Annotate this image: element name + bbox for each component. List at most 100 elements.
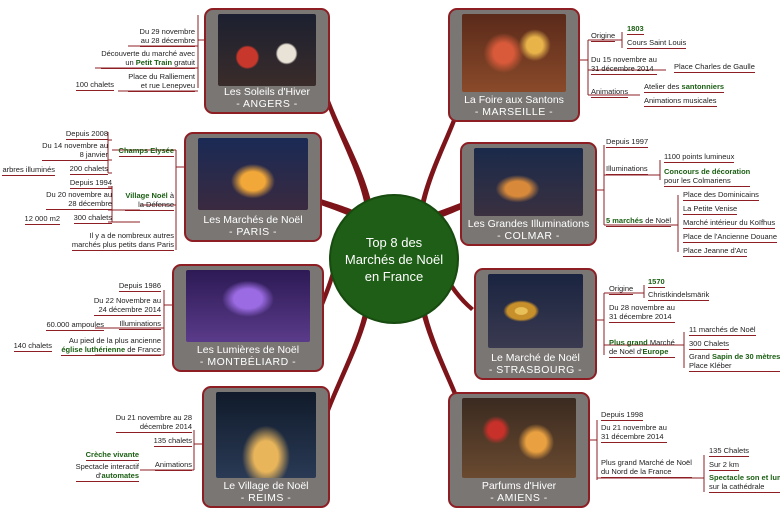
card-city: - MONTBÉLIARD - bbox=[199, 356, 297, 368]
card-city: - PARIS - bbox=[228, 226, 278, 238]
angers-place-line2: et rue Lenepveu bbox=[140, 81, 195, 90]
center-topic: Top 8 des Marchés de Noël en France bbox=[331, 196, 457, 322]
montbeliard-chalets: 140 chalets bbox=[13, 341, 52, 352]
angers-date-line2: au 28 décembre bbox=[140, 36, 195, 45]
montbeliard-date2: 24 décembre 2014 bbox=[98, 305, 161, 314]
strasbourg-christ: Christkindelsmärik bbox=[648, 290, 710, 301]
amiens-date2: 31 décembre 2014 bbox=[601, 432, 664, 441]
paris-village-noel: Village Noël à la Défense bbox=[125, 191, 174, 211]
strasbourg-plus-grand: Plus grand bbox=[609, 338, 648, 347]
paris-champs-elysee: Champs Elysée bbox=[118, 146, 174, 157]
angers-disc-line1: Découverte du marché avec bbox=[101, 49, 195, 58]
strasbourg-big-c: de Noël d' bbox=[609, 347, 643, 356]
marseille-cours: Cours Saint Louis bbox=[627, 38, 687, 49]
angers-place-line1: Place du Ralliement bbox=[128, 72, 195, 81]
paris-vn-line2: la Défense bbox=[138, 200, 174, 209]
montbeliard-dates: Du 22 Novembre au 24 décembre 2014 bbox=[93, 296, 161, 316]
montbeliard-foot-line1: Au pied de la plus ancienne bbox=[68, 336, 161, 345]
card-city: - AMIENS - bbox=[490, 492, 548, 504]
paris-ce-chalets: 200 chalets bbox=[69, 164, 108, 175]
montbeliard-church: église luthérienne bbox=[61, 345, 126, 354]
paris-vn-date1: Du 20 novembre au bbox=[46, 190, 112, 199]
colmar-contest: Concours de décoration pour les Colmarie… bbox=[664, 167, 751, 187]
card-amiens[interactable]: Parfums d'Hiver - AMIENS - bbox=[448, 392, 590, 508]
angers-date-line1: Du 29 novembre bbox=[139, 27, 195, 36]
amiens-show-line2: sur la cathédrale bbox=[709, 482, 765, 491]
colmar-points: 1100 points lumineux bbox=[664, 152, 735, 163]
colmar-markets: 5 marchés de Noël bbox=[606, 216, 672, 227]
marseille-year: 1803 bbox=[627, 24, 644, 35]
amiens-dates: Du 21 novembre au 31 décembre 2014 bbox=[601, 423, 667, 443]
colmar-markets-b: de Noël bbox=[643, 216, 672, 225]
marseille-date1: Du 15 novembre au bbox=[591, 55, 657, 64]
strasbourg-tree: Grand Sapin de 30 mètres Place Kléber bbox=[689, 352, 780, 372]
angers-place: Place du Ralliement et rue Lenepveu bbox=[128, 72, 195, 92]
angers-disc-a: un bbox=[125, 58, 136, 67]
reims-chalets: 135 chalets bbox=[153, 436, 192, 447]
marseille-dates: Du 15 novembre au 31 décembre 2014 bbox=[591, 55, 657, 75]
montbeliard-lights: 60.000 ampoules bbox=[46, 320, 104, 331]
paris-ce-trees: arbres illuminés bbox=[2, 165, 55, 176]
card-colmar[interactable]: Les Grandes Illuminations - COLMAR - bbox=[460, 142, 597, 246]
center-line-1: Top 8 des bbox=[365, 234, 423, 250]
colmar-market-2: La Petite Venise bbox=[683, 204, 738, 215]
amiens-date1: Du 21 novembre au bbox=[601, 423, 667, 432]
photo-montbeliard bbox=[186, 270, 310, 342]
paris-vn-chalets: 300 chalets bbox=[73, 213, 112, 224]
paris-other-line2: marchés plus petits dans Paris bbox=[71, 240, 174, 249]
card-montbeliard[interactable]: Les Lumières de Noël - MONTBÉLIARD - bbox=[172, 264, 324, 372]
paris-ce-date2: 8 janvier bbox=[79, 150, 108, 159]
card-city: - COLMAR - bbox=[497, 230, 560, 242]
amiens-show-line1: Spectacle son et lumière bbox=[709, 473, 780, 482]
reims-dates: Du 21 novembre au 28 décembre 2014 bbox=[115, 413, 192, 433]
colmar-market-3: Marché intérieur du Koïfhus bbox=[683, 218, 776, 229]
card-title: Les Grandes Illuminations bbox=[467, 218, 590, 230]
colmar-since: Depuis 1997 bbox=[606, 137, 649, 148]
marseille-atelier: Atelier des santonniers bbox=[644, 82, 725, 93]
card-strasbourg[interactable]: Le Marché de Noël - STRASBOURG - bbox=[474, 268, 597, 380]
paris-vn-date2: 28 décembre bbox=[68, 199, 112, 208]
reims-show: Spectacle interactif d'automates bbox=[75, 462, 139, 482]
montbeliard-foot-b: de France bbox=[125, 345, 161, 354]
paris-vn-a: à bbox=[167, 191, 174, 200]
strasbourg-tree-line1: Grand Sapin de 30 mètres bbox=[689, 352, 780, 361]
card-title: Le Marché de Noël bbox=[491, 352, 580, 364]
strasbourg-biggest: Plus grand Marché de Noël d'Europe bbox=[609, 338, 675, 358]
photo-angers bbox=[218, 14, 316, 86]
colmar-5-markets: 5 marchés bbox=[606, 216, 644, 225]
card-marseille[interactable]: La Foire aux Santons - MARSEILLE - bbox=[448, 8, 580, 122]
card-city: - REIMS - bbox=[240, 492, 292, 504]
colmar-market-4: Place de l'Ancienne Douane bbox=[683, 232, 777, 243]
strasbourg-biggest-line1: Plus grand Marché bbox=[609, 338, 675, 347]
paris-ce-date1: Du 14 novembre au bbox=[42, 141, 108, 150]
amiens-km: Sur 2 km bbox=[709, 460, 740, 471]
card-title: Les Soleils d'Hiver bbox=[223, 86, 311, 98]
montbeliard-date1: Du 22 Novembre au bbox=[93, 296, 161, 305]
marseille-animations: Animations bbox=[591, 87, 629, 98]
angers-dates: Du 29 novembre au 28 décembre bbox=[139, 27, 195, 47]
card-title: Parfums d'Hiver bbox=[481, 480, 557, 492]
reims-animations: Animations bbox=[154, 460, 192, 471]
colmar-market-5: Place Jeanne d'Arc bbox=[683, 246, 748, 257]
angers-disc-line2: un Petit Train gratuit bbox=[101, 58, 195, 67]
card-city: - ANGERS - bbox=[236, 98, 298, 110]
paris-vn-name: Village Noël bbox=[125, 191, 168, 200]
montbeliard-foot-line2: église luthérienne de France bbox=[61, 345, 161, 354]
center-line-3: en France bbox=[364, 268, 424, 284]
card-paris[interactable]: Les Marchés de Noël - PARIS - bbox=[184, 132, 322, 242]
reims-show-line2: d'automates bbox=[76, 471, 139, 480]
photo-colmar bbox=[474, 148, 583, 216]
amiens-chalets: 135 Chalets bbox=[709, 446, 750, 457]
marseille-atelier-a: Atelier des bbox=[644, 82, 682, 91]
marseille-santonniers: santonniers bbox=[681, 82, 725, 91]
strasbourg-dates: Du 28 novembre au 31 décembre 2014 bbox=[609, 303, 675, 323]
montbeliard-foot: Au pied de la plus ancienne église luthé… bbox=[61, 336, 161, 356]
paris-vn-m2: 12 000 m2 bbox=[24, 214, 60, 225]
card-city: - STRASBOURG - bbox=[488, 364, 583, 376]
marseille-origine: Origine bbox=[591, 31, 616, 42]
strasbourg-big-b: Marché bbox=[647, 338, 675, 347]
card-title: Le Village de Noël bbox=[223, 480, 309, 492]
angers-disc-c: gratuit bbox=[172, 58, 195, 67]
card-reims[interactable]: Le Village de Noël - REIMS - bbox=[202, 386, 330, 508]
card-angers[interactable]: Les Soleils d'Hiver - ANGERS - bbox=[204, 8, 330, 114]
